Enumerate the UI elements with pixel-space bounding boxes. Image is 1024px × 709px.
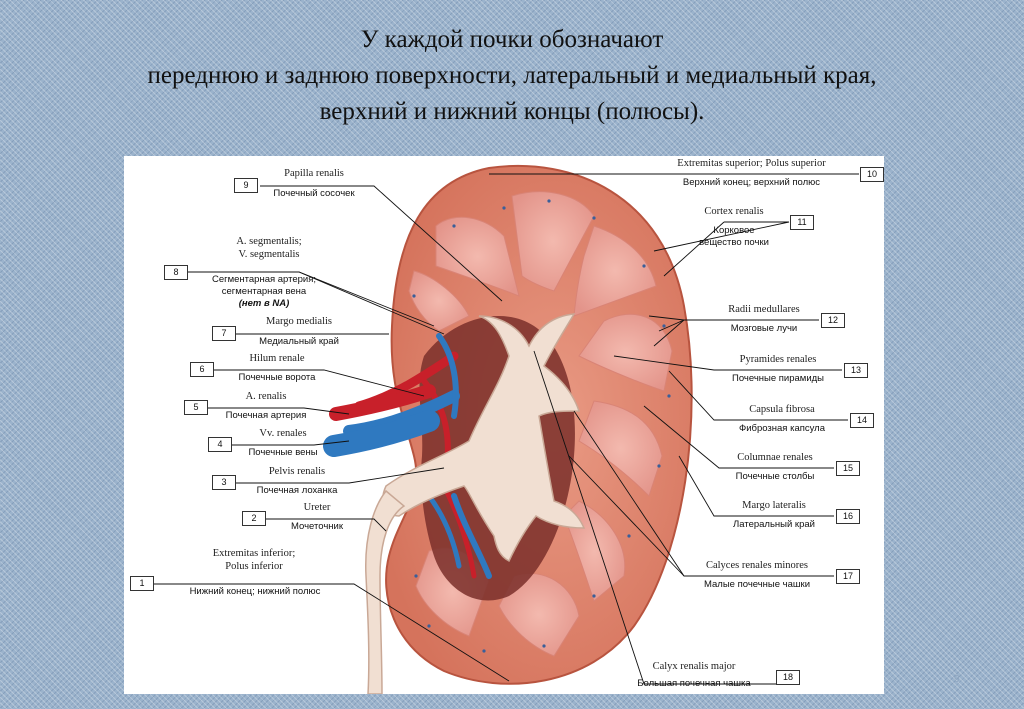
label-17-russian: Малые почечные чашки	[704, 579, 810, 590]
label-13-russian: Почечные пирамиды	[732, 373, 824, 384]
label-4-latin: Vv. renales	[259, 428, 307, 439]
label-6-number: 6	[190, 362, 214, 377]
label-9-latin: Papilla renalis	[284, 168, 344, 179]
label-16-russian: Латеральный край	[733, 519, 815, 530]
label-16-latin: Margo lateralis	[742, 500, 806, 511]
label-14-number: 14	[850, 413, 874, 428]
title-line-2: переднюю и заднюю поверхности, латеральн…	[147, 62, 877, 89]
pyramid	[408, 270, 470, 332]
label-2-latin: Ureter	[303, 502, 331, 513]
label-5-number: 5	[184, 400, 208, 415]
segmental-artery	[441, 483, 477, 579]
segmental-vein	[343, 390, 460, 437]
pyramid	[573, 225, 657, 317]
label-14-latin: Capsula fibrosa	[749, 404, 815, 415]
label-16-number: 16	[836, 509, 860, 524]
ureter	[365, 489, 406, 694]
label-8-latin: A. segmentalis;	[236, 236, 302, 247]
pyramid	[578, 313, 673, 392]
label-3-latin: Pelvis renalis	[268, 466, 326, 477]
label-3-number: 3	[212, 475, 236, 490]
label-6-russian: Почечные ворота	[238, 372, 316, 383]
label-11-russian: Корковое	[713, 225, 755, 236]
label-11-number: 11	[790, 215, 814, 230]
label-10-latin: Extremitas superior; Polus superior	[677, 158, 826, 169]
label-1-number: 1	[130, 576, 154, 591]
pyramid	[511, 191, 595, 292]
label-12-number: 12	[821, 313, 845, 328]
label-15-number: 15	[836, 461, 860, 476]
pyramid	[578, 400, 663, 497]
page-number: 9	[954, 674, 960, 685]
label-7-number: 7	[212, 326, 236, 341]
label-10-russian: Верхний конец; верхний полюс	[682, 177, 821, 188]
kidney-diagram	[154, 164, 859, 694]
label-13-latin: Pyramides renales	[739, 354, 817, 365]
label-4-russian: Почечные вены	[248, 447, 318, 458]
label-3-russian: Почечная лоханка	[256, 485, 338, 496]
label-18-number: 18	[776, 670, 800, 685]
label-18-russian: Большая почечная чашка	[637, 678, 751, 689]
label-17-latin: Calyces renales minores	[705, 560, 809, 571]
segmental-vein	[451, 493, 492, 579]
label-2-russian: Мочеточник	[291, 521, 343, 532]
label-12-latin: Radii medullares	[728, 304, 800, 315]
label-1-russian: Нижний конец; нижний полюс	[189, 586, 321, 597]
title-line-3: верхний и нижний концы (полюсы).	[319, 98, 705, 125]
label-11-latin: Cortex renalis	[704, 206, 764, 217]
label-8-latin-2: V. segmentalis	[238, 249, 300, 260]
label-7-latin: Margo medialis	[265, 316, 332, 327]
renal-pelvis	[382, 313, 586, 563]
segmental-vein	[426, 493, 462, 569]
label-7-russian: Медиальный край	[259, 336, 339, 347]
title-line-1: У каждой почки обозначают	[360, 26, 664, 53]
label-1-latin-2: Polus inferior	[225, 561, 283, 572]
label-5-russian: Почечная артерия	[225, 410, 307, 421]
label-13-number: 13	[844, 363, 868, 378]
label-8-russian: Сегментарная артерия;	[211, 274, 317, 285]
label-9-number: 9	[234, 178, 258, 193]
label-4-number: 4	[208, 437, 232, 452]
pyramid	[435, 216, 520, 297]
label-6-latin: Hilum renale	[249, 353, 305, 364]
label-5-latin: A. renalis	[245, 391, 287, 402]
segmental-vein	[436, 333, 459, 419]
label-18-latin: Calyx renalis major	[652, 661, 736, 672]
label-17-number: 17	[836, 569, 860, 584]
label-10-number: 10	[860, 167, 884, 182]
label-9-russian: Почечный сосочек	[273, 188, 355, 199]
label-8-russian-3: (нет в NA)	[238, 298, 290, 309]
leader-lines	[154, 173, 859, 685]
label-8-number: 8	[164, 265, 188, 280]
label-11-russian-2: вещество почки	[699, 237, 769, 248]
label-15-latin: Columnae renales	[737, 452, 813, 463]
label-12-russian: Мозговые лучи	[730, 323, 798, 334]
label-8-russian-2: сегментарная вена	[221, 286, 307, 297]
slide-title: У каждой почки обозначают переднюю и зад…	[0, 22, 1024, 130]
renal-artery	[329, 384, 436, 421]
pyramid	[498, 572, 580, 657]
label-1-latin: Extremitas inferior;	[212, 548, 296, 559]
label-14-russian: Фиброзная капсула	[738, 423, 825, 434]
label-15-russian: Почечные столбы	[735, 471, 815, 482]
renal-vein	[323, 410, 440, 457]
kidney-figure-panel: 9 Papilla renalis Почечный сосочек A. se…	[124, 156, 884, 694]
label-2-number: 2	[242, 511, 266, 526]
